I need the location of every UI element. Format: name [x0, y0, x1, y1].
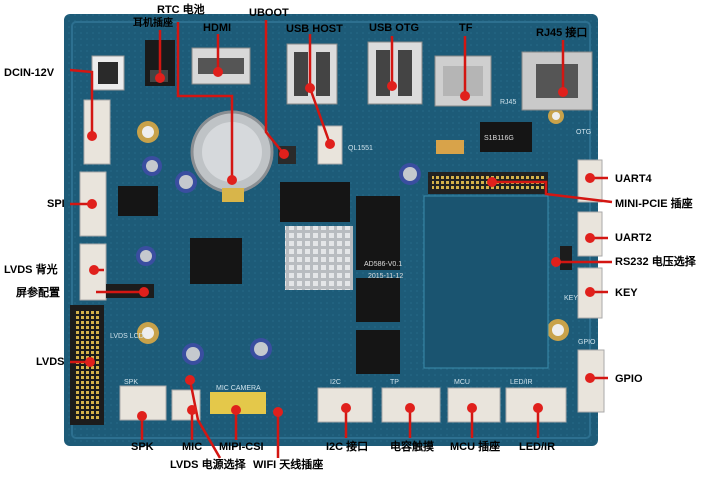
label-tf: TF [459, 22, 473, 34]
label-rj45: RJ45 接口 [536, 27, 588, 39]
label-led-ir: LED/IR [519, 441, 556, 453]
dcin-header [83, 99, 111, 165]
mipi-csi-connector [210, 392, 266, 414]
label-spk: SPK [131, 441, 154, 453]
label-usb-host: USB HOST [286, 23, 343, 35]
label-usb-otg: USB OTG [369, 22, 420, 34]
silk-cam: MIC CAMERA [216, 385, 261, 392]
mini-pcie-area [423, 195, 549, 369]
label-uart4: UART4 [615, 173, 652, 185]
label-lvds-power: LVDS 电源选择 [170, 459, 246, 471]
silk-spk: SPK [124, 379, 138, 386]
label-lvds: LVDS [36, 356, 65, 368]
label-lvds-backlight: LVDS 背光 [4, 264, 58, 276]
label-mini-pcie: MINI-PCIE 插座 [615, 198, 693, 210]
heatsink [285, 226, 353, 290]
silk-chip: S1B116G [484, 135, 514, 142]
label-mipi-csi: MIPI-CSI [219, 441, 264, 453]
label-i2c: I2C 接口 [326, 441, 369, 453]
silk-gpio: GPIO [578, 339, 596, 346]
label-rtc: RTC 电池 [157, 4, 205, 16]
silk-model: AD586-V0.1 [364, 261, 402, 268]
silk-lvds: LVDS LCD [110, 333, 144, 340]
label-spi: SPI [47, 198, 65, 210]
silk-led: LED/IR [510, 379, 533, 386]
label-uart2: UART2 [615, 232, 652, 244]
silk-tp: TP [390, 379, 399, 386]
label-mic: MIC [182, 441, 203, 453]
label-uboot: UBOOT [249, 7, 289, 19]
label-wifi: WIFI 天线插座 [253, 459, 324, 471]
silk-mcu: MCU [454, 379, 470, 386]
label-mcu: MCU 插座 [450, 441, 501, 453]
silk-key: KEY [564, 295, 578, 302]
label-touch: 电容触摸 [390, 441, 434, 453]
silk-otg: OTG [576, 129, 591, 136]
silk-rj45: RJ45 [500, 99, 516, 106]
label-earphone: 耳机插座 [133, 18, 173, 29]
silk-date: 2015-11-12 [368, 273, 403, 280]
label-key: KEY [615, 287, 638, 299]
label-screen-config: 屏参配置 [16, 287, 60, 299]
label-gpio: GPIO [615, 373, 643, 385]
label-dcin: DCIN-12V [4, 67, 55, 79]
label-rs232: RS232 电压选择 [615, 256, 696, 268]
soc-chip [280, 182, 350, 222]
label-hdmi: HDMI [203, 22, 232, 34]
annotation-markers [85, 67, 595, 421]
silk-i2c: I2C [330, 379, 341, 386]
silk-qr: QL1551 [348, 145, 373, 152]
